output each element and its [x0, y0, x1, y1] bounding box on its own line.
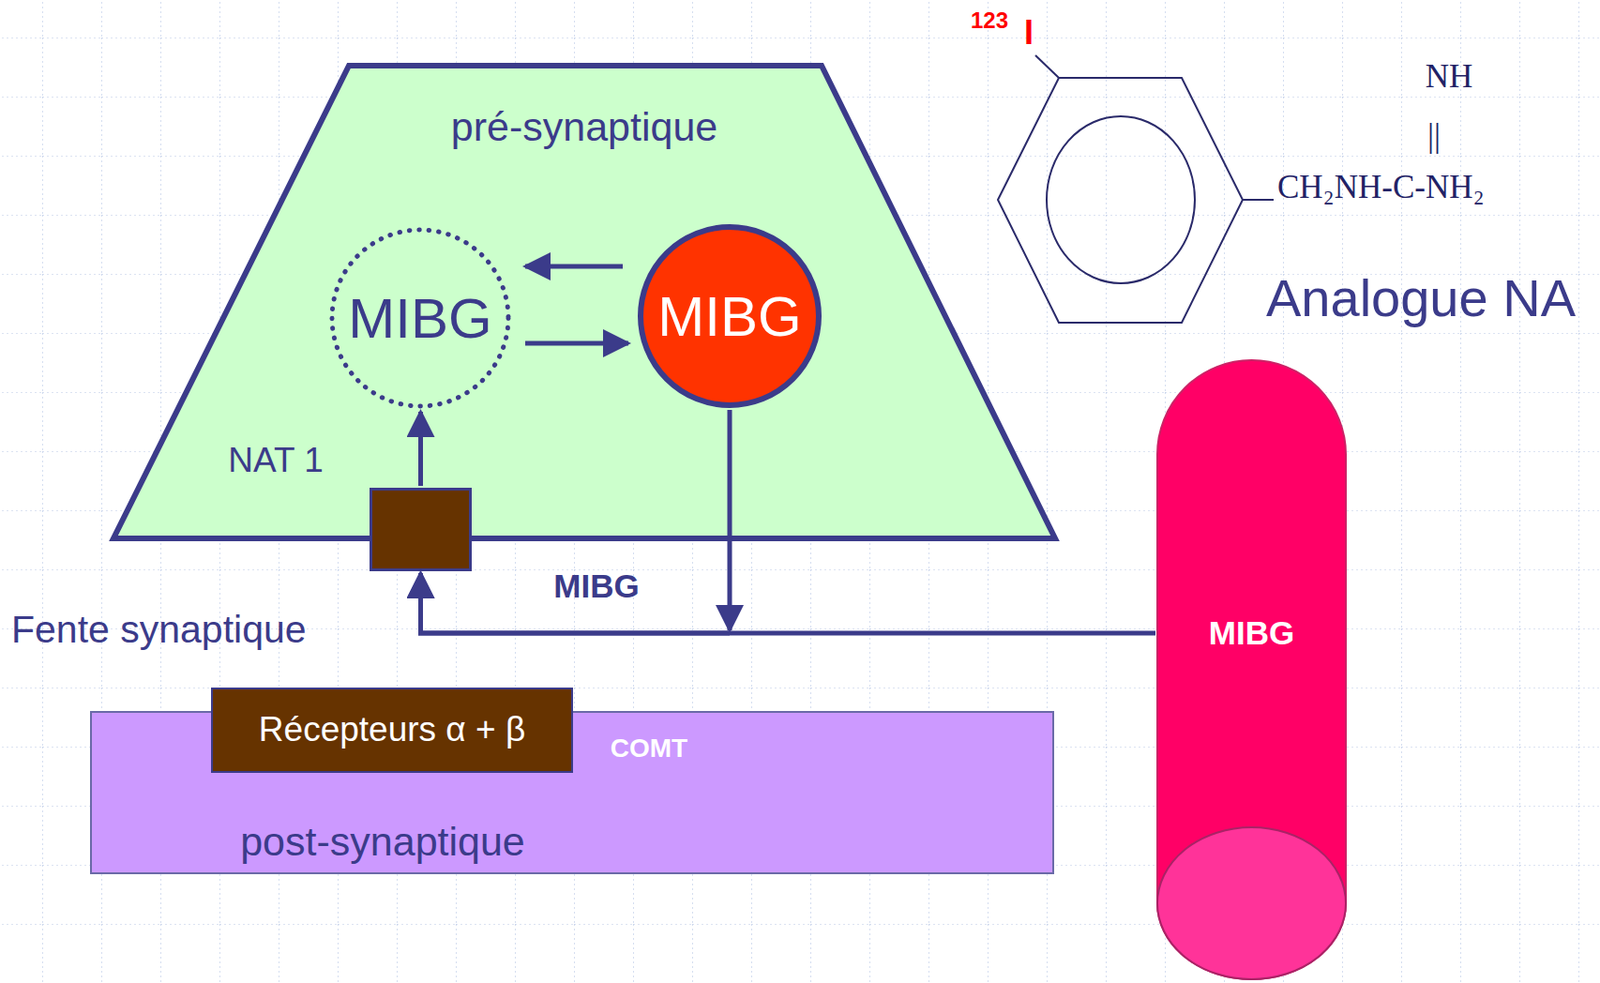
- flow-arrow: [421, 573, 1157, 634]
- postsynaptic-membrane: COMT post-synaptique Récepteurs α + β: [90, 710, 1055, 875]
- blood-vessel-outline: [1156, 359, 1347, 981]
- connector-line: [421, 573, 1157, 634]
- receptor-label: Récepteurs α + β: [258, 709, 526, 751]
- presynaptic-terminal: pré-synaptiqueMIBG MIBG NAT 1: [110, 62, 1058, 542]
- flow-arrow: [421, 409, 731, 634]
- chemical-group: CH₂NH-C-NH₂: [1277, 168, 1485, 207]
- iodine-symbol: I: [1024, 13, 1034, 52]
- region-label: pré-synaptique: [451, 104, 718, 151]
- transporter-label: NAT 1: [227, 440, 323, 482]
- caption-label: Analogue NA: [1266, 268, 1576, 329]
- compound-label: MIBG: [657, 284, 801, 349]
- cytoplasmic-pool: MIBG: [328, 226, 513, 410]
- region-label: post-synaptique: [240, 818, 526, 865]
- enzyme-label: COMT: [610, 733, 688, 764]
- compound-label: MIBG: [1208, 614, 1295, 652]
- receptor-box: Récepteurs α + β: [211, 687, 574, 773]
- connector-line: [418, 411, 423, 486]
- connector-line: [525, 341, 629, 347]
- double-bond: ||: [1427, 117, 1441, 155]
- flow-arrow: [420, 411, 422, 486]
- connector-line: [525, 264, 623, 270]
- transporter-box-outline: [369, 487, 472, 572]
- connector-line: [727, 409, 733, 631]
- flow-arrow: [525, 343, 629, 345]
- compound-label: MIBG: [347, 286, 492, 351]
- flow-arrow: [525, 266, 623, 268]
- isotope-number: 123: [970, 7, 1009, 34]
- chemical-group: NH: [1425, 58, 1474, 96]
- region-label: Fente synaptique: [11, 607, 307, 652]
- flow-label: MIBG: [553, 567, 639, 605]
- blood-vessel: MIBG: [1156, 359, 1347, 981]
- postsynaptic-membrane-outline: [90, 710, 1055, 875]
- storage-vesicle: MIBG: [637, 224, 822, 408]
- transporter-box: NAT 1: [369, 487, 472, 572]
